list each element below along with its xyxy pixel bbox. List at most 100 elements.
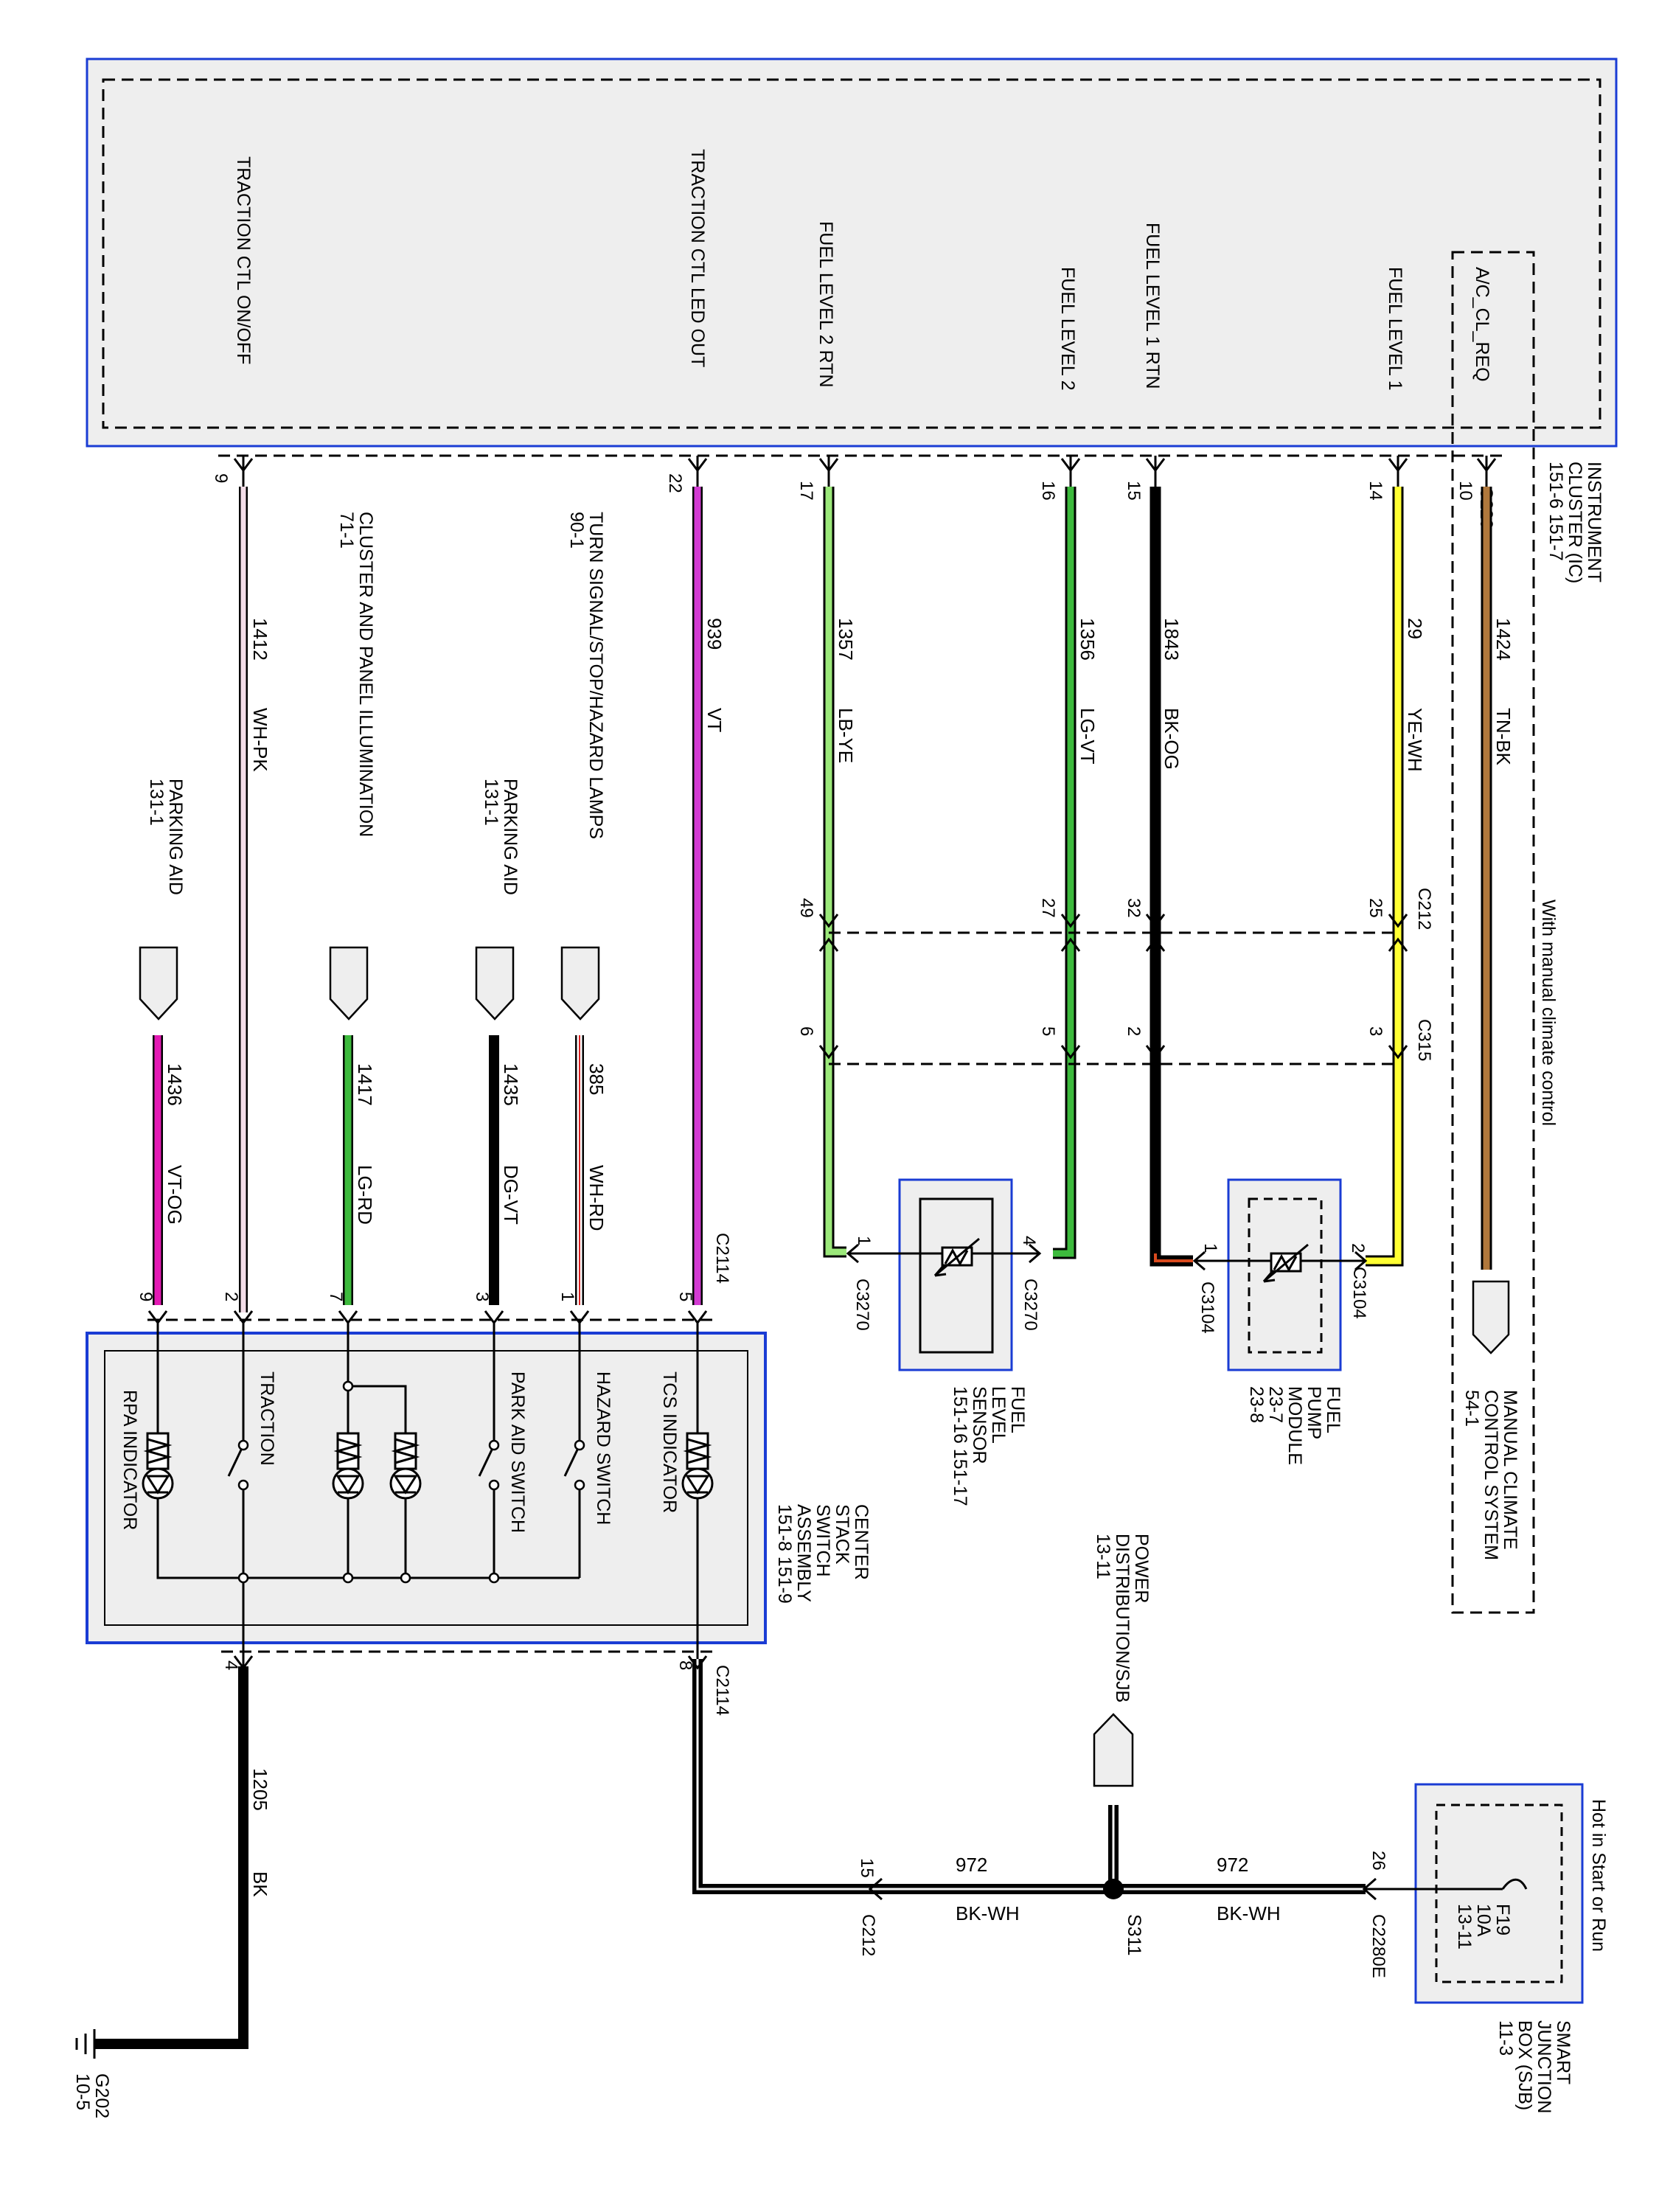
signal-traction-onoff: TRACTION CTL ON/OFF (233, 156, 254, 364)
component-park-aid-switch: PARK AID SWITCH (507, 1371, 528, 1533)
wire-circuit: 1205 (249, 1768, 271, 1811)
signal-fuel2-rtn: FUEL LEVEL 2 RTN (815, 221, 836, 388)
wire-color: BK (249, 1871, 271, 1897)
manual-climate-name-3: 54-1 (1461, 1390, 1482, 1427)
component-traction: TRACTION (257, 1371, 277, 1466)
signal-fuel1: FUEL LEVEL 1 (1385, 267, 1405, 391)
c3104-pin: 2 (1348, 1243, 1368, 1253)
c3270-a: C3270 (852, 1279, 872, 1331)
ref-parking-aid-1-page: 131-1 (146, 779, 167, 826)
ref-cluster-panel: CLUSTER AND PANEL ILLUMINATION (355, 512, 376, 837)
sjb-name-2: JUNCTION (1534, 2020, 1554, 2113)
wire-circuit: 1356 (1077, 618, 1099, 661)
ground-id: G202 (91, 2073, 112, 2118)
ref-parking-aid-1: PARKING AID (165, 779, 186, 895)
wire-color: BK-OG (1161, 708, 1183, 770)
ref-cluster-panel-page: 71-1 (336, 512, 357, 549)
wire-circuit: 1417 (354, 1063, 376, 1106)
c212-c315-connectors: 49 27 32 25 C212 6 5 2 3 C315 (796, 888, 1434, 1065)
wire-circuit: 1357 (835, 618, 857, 661)
wire-circuit: 939 (703, 618, 726, 650)
component-rpa-indicator: RPA INDICATOR (119, 1390, 140, 1530)
wire-color: YE-WH (1404, 708, 1426, 772)
wire-color: LG-VT (1077, 708, 1099, 765)
fuel-pump-name-2: PUMP (1304, 1386, 1324, 1439)
ic-pin: 9 (211, 473, 231, 483)
wire-color: BK-WH (1217, 1902, 1281, 1924)
c315-label: C315 (1414, 1019, 1434, 1061)
c315-pin: 3 (1366, 1026, 1385, 1036)
power-dist-shape (1093, 1713, 1134, 1787)
splice-s311: S311 (1124, 1914, 1144, 1956)
c2114-pin: 9 (136, 1292, 156, 1301)
center-stack-name-4: ASSEMBLY (793, 1504, 814, 1602)
c3104-a: C3104 (1197, 1281, 1217, 1334)
c212-pin: 32 (1124, 898, 1144, 918)
c2114-pin: 7 (326, 1292, 346, 1301)
c315-pin: 5 (1038, 1026, 1058, 1036)
center-stack-name-5: 151-8 151-9 (774, 1504, 795, 1604)
fuel-sensor-name-3: SENSOR (969, 1386, 990, 1464)
wire-color: WH-PK (249, 708, 271, 772)
fuel-pump-name-1: FUEL (1323, 1386, 1343, 1433)
c2280e: C2280E (1368, 1914, 1388, 1978)
external-refs: PARKING AID 131-1 CLUSTER AND PANEL ILLU… (139, 512, 1510, 1354)
wires (94, 487, 1492, 2049)
ic-name-1: INSTRUMENT (1584, 462, 1604, 582)
ref-arrow-shape (475, 946, 515, 1020)
c315-pin: 2 (1124, 1026, 1144, 1036)
wire-color: BK-WH (956, 1902, 1020, 1924)
c2114-pin: 4 (221, 1660, 241, 1670)
signal-fuel1-rtn: FUEL LEVEL 1 RTN (1142, 223, 1163, 389)
signal-traction-led: TRACTION CTL LED OUT (687, 149, 708, 367)
wire-circuit: 1843 (1161, 618, 1183, 661)
wire-circuit: 385 (585, 1063, 608, 1095)
ref-arrow-shape (560, 946, 600, 1020)
c212-pin: 27 (1038, 898, 1058, 918)
c212-lower: C212 (858, 1914, 878, 1956)
ic-pin: 10 (1455, 481, 1475, 501)
center-stack-name-3: SWITCH (813, 1504, 833, 1577)
fuel-pump-name-4: 23-7 (1265, 1386, 1286, 1423)
ref-turn-signal-page: 90-1 (566, 512, 587, 549)
ic-pin: 14 (1366, 481, 1385, 501)
splice-dot (1103, 1879, 1124, 1899)
ref-parking-aid-2: PARKING AID (500, 779, 521, 895)
c2280e-pin: 26 (1368, 1851, 1388, 1871)
wire-circuit: 1412 (249, 618, 271, 661)
c2114-bottom: C2114 (712, 1665, 732, 1716)
fuse-id: F19 (1492, 1904, 1513, 1935)
ic-name-2: CLUSTER (IC) (1565, 462, 1585, 583)
component-hazard-switch: HAZARD SWITCH (593, 1371, 613, 1525)
wire-color: LB-YE (835, 708, 857, 763)
signal-fuel2: FUEL LEVEL 2 (1057, 267, 1078, 391)
wire-circuit: 1436 (164, 1063, 186, 1106)
signal-ac-req: A/C_CL_REQ (1472, 267, 1492, 382)
c3270-b: C3270 (1020, 1279, 1040, 1331)
instrument-cluster: TRACTION CTL ON/OFF TRACTION CTL LED OUT… (86, 58, 1618, 583)
c2114-pin: 5 (675, 1292, 695, 1301)
wire-circuit: 29 (1404, 618, 1426, 639)
center-stack-name-1: CENTER (851, 1504, 872, 1580)
ground-icon (75, 2029, 96, 2059)
ref-arrow-shape (1472, 1280, 1510, 1354)
power-dist-3: 13-11 (1093, 1534, 1113, 1579)
c212-pin: 25 (1366, 898, 1385, 918)
ref-arrow-shape (329, 946, 369, 1020)
c2114-pin: 3 (472, 1292, 492, 1301)
ref-turn-signal: TURN SIGNAL/STOP/HAZARD LAMPS (585, 512, 606, 839)
smart-junction-box: Hot in Start or Run F19 10A 13-11 SMART … (1366, 1783, 1609, 2113)
c212-pin: 49 (796, 898, 816, 918)
wire-circuit: 972 (1217, 1854, 1248, 1876)
wire-color: VT (703, 708, 726, 732)
ic-pin: 15 (1124, 481, 1144, 501)
center-stack-switch: 9 2 7 3 1 5 C2114 4 8 C2114 (86, 1233, 872, 1716)
fuel-sensor-name-2: LEVEL (988, 1386, 1009, 1444)
power-dist-2: DISTRIBUTION/SJB (1112, 1534, 1133, 1703)
c2114-pin: 2 (221, 1292, 241, 1301)
wire-circuit: 972 (956, 1854, 987, 1876)
c2114-top: C2114 (712, 1233, 732, 1284)
component-tcs-indicator: TCS INDICATOR (659, 1371, 680, 1513)
ic-pin: 16 (1038, 481, 1058, 501)
